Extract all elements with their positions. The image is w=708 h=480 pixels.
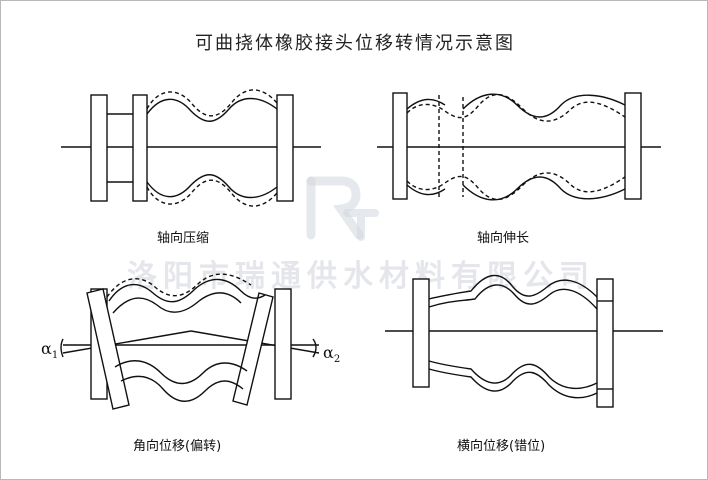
left-flange-tilted	[86, 288, 130, 410]
caption-angular-displacement: 角向位移(偏转)	[133, 439, 222, 454]
page-title: 可曲挠体橡胶接头位移转情况示意图	[195, 33, 515, 54]
rubber-body-dashed	[106, 273, 252, 298]
rubber-body-top-solid-2	[112, 292, 242, 314]
rubber-body-bottom-solid	[428, 368, 598, 399]
right-flange-tilted	[232, 292, 274, 406]
left-flange	[392, 92, 408, 200]
left-flange	[90, 94, 108, 202]
left-collar	[132, 94, 148, 202]
rubber-body-top-solid	[108, 278, 266, 303]
rubber-body-bottom-solid-2	[428, 360, 598, 390]
rubber-body-top-solid	[428, 274, 598, 300]
rubber-body-bottom-dashed	[146, 179, 278, 207]
rubber-body-bottom-dashed	[406, 172, 626, 201]
alpha2-label: α2	[323, 343, 341, 366]
rubber-body-top-solid	[406, 93, 626, 118]
right-flange	[276, 94, 294, 202]
rubber-body-bottom-solid	[146, 174, 278, 199]
watermark-logo-icon	[306, 176, 379, 241]
rubber-body-bottom-solid	[120, 375, 244, 402]
rubber-body-top-dashed	[406, 93, 626, 122]
right-flange	[274, 288, 292, 400]
watermark-text: 洛阳市瑞通供水材料有限公司	[127, 259, 595, 294]
alpha1-arc-icon	[60, 338, 64, 358]
caption-lateral-displacement: 横向位移(错位)	[457, 439, 546, 454]
caption-axial-compression: 轴向压缩	[157, 231, 210, 246]
rubber-body-bottom-solid-2	[114, 360, 248, 385]
caption-axial-extension: 轴向伸长	[477, 231, 530, 246]
alpha1-label: α1	[41, 339, 59, 362]
alpha2-arc-icon	[312, 338, 317, 358]
right-flange	[596, 278, 614, 408]
axial-extension-diagram	[377, 92, 661, 201]
rubber-body-top-solid	[146, 97, 278, 122]
angular-displacement-diagram	[62, 273, 320, 410]
rubber-body-top-solid-2	[428, 284, 598, 310]
right-flange	[624, 92, 642, 200]
deflected-axis-left	[62, 330, 192, 354]
rubber-body-bottom-solid	[406, 176, 626, 201]
lateral-displacement-diagram	[385, 274, 663, 408]
axial-compression-diagram	[61, 89, 321, 207]
rubber-body-top-dashed	[146, 89, 278, 117]
left-flange	[412, 278, 430, 388]
